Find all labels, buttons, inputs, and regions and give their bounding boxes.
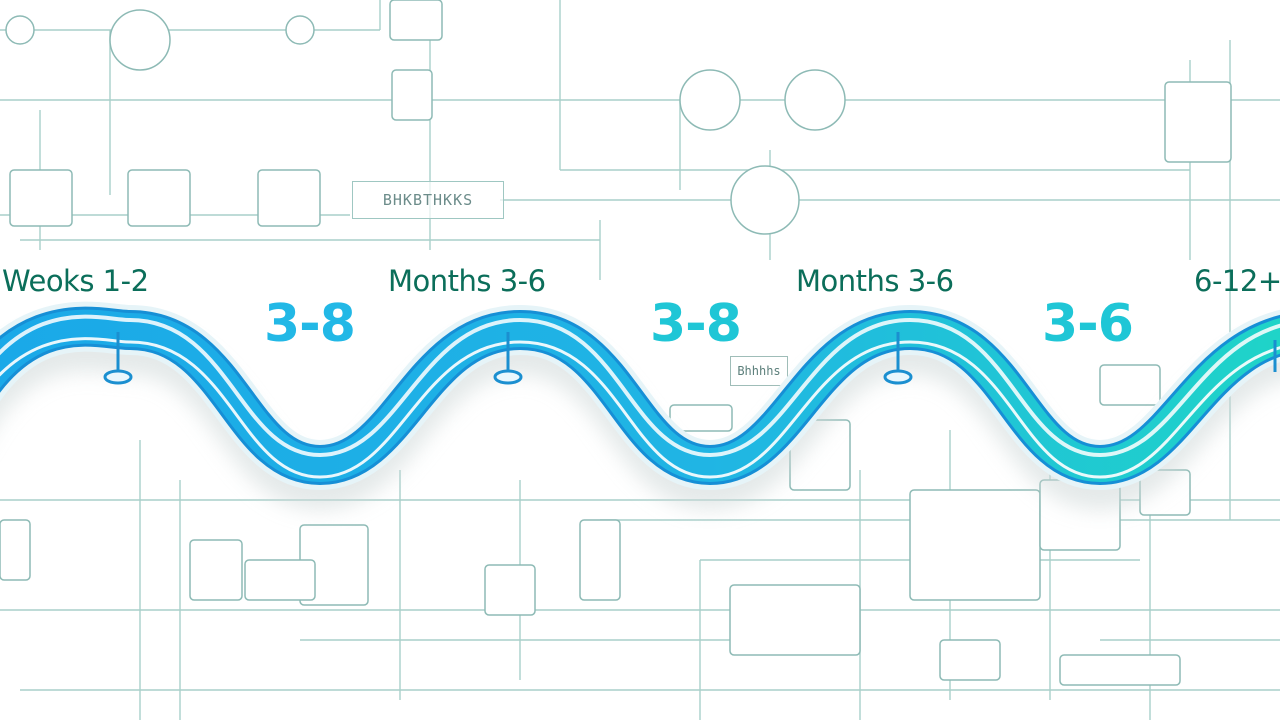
schematic-gear-icon [730,165,800,235]
schematic-component-box [1059,654,1181,686]
schematic-component-box [729,584,861,656]
track-body [0,309,1280,483]
schematic-gear-icon [5,15,35,45]
schematic-component-box [257,169,321,227]
schematic-gear-icon [285,15,315,45]
schematic-component-box [189,539,243,601]
schematic-component-box [1099,364,1161,406]
phase-number-2: 3-8 [650,294,742,354]
schematic-component-box [127,169,191,227]
schematic-component-box [579,519,621,601]
milestone-marker-1 [103,332,133,385]
schematic-component-box [244,559,316,601]
schematic-gear-icon [784,69,846,131]
schematic-components [0,0,1232,686]
phase-label-4: 6-12+ [1194,264,1280,298]
milestone-marker-3 [883,332,913,385]
schematic-component-box [9,169,73,227]
schematic-mini-label: Bhhhhs [730,356,788,386]
schematic-component-box [484,564,536,616]
track-inner-line [0,337,1280,479]
track-highlight [0,314,1280,458]
phase-label-2: Months 3-6 [388,264,546,298]
schematic-component-box [939,639,1001,681]
phase-number-1: 3-8 [264,294,356,354]
phase-label-3: Months 3-6 [796,264,954,298]
schematic-sign: BHKBTHKKS [352,181,504,219]
schematic-component-box [1164,81,1232,163]
schematic-component-box [389,0,443,41]
schematic-gear-icon [679,69,741,131]
phase-number-3: 3-6 [1042,294,1134,354]
phase-label-1: Weoks 1-2 [2,264,149,298]
schematic-gear-icon [109,9,171,71]
milestone-marker-2 [493,332,523,385]
schematic-component-box [0,519,31,581]
schematic-component-box [391,69,433,121]
